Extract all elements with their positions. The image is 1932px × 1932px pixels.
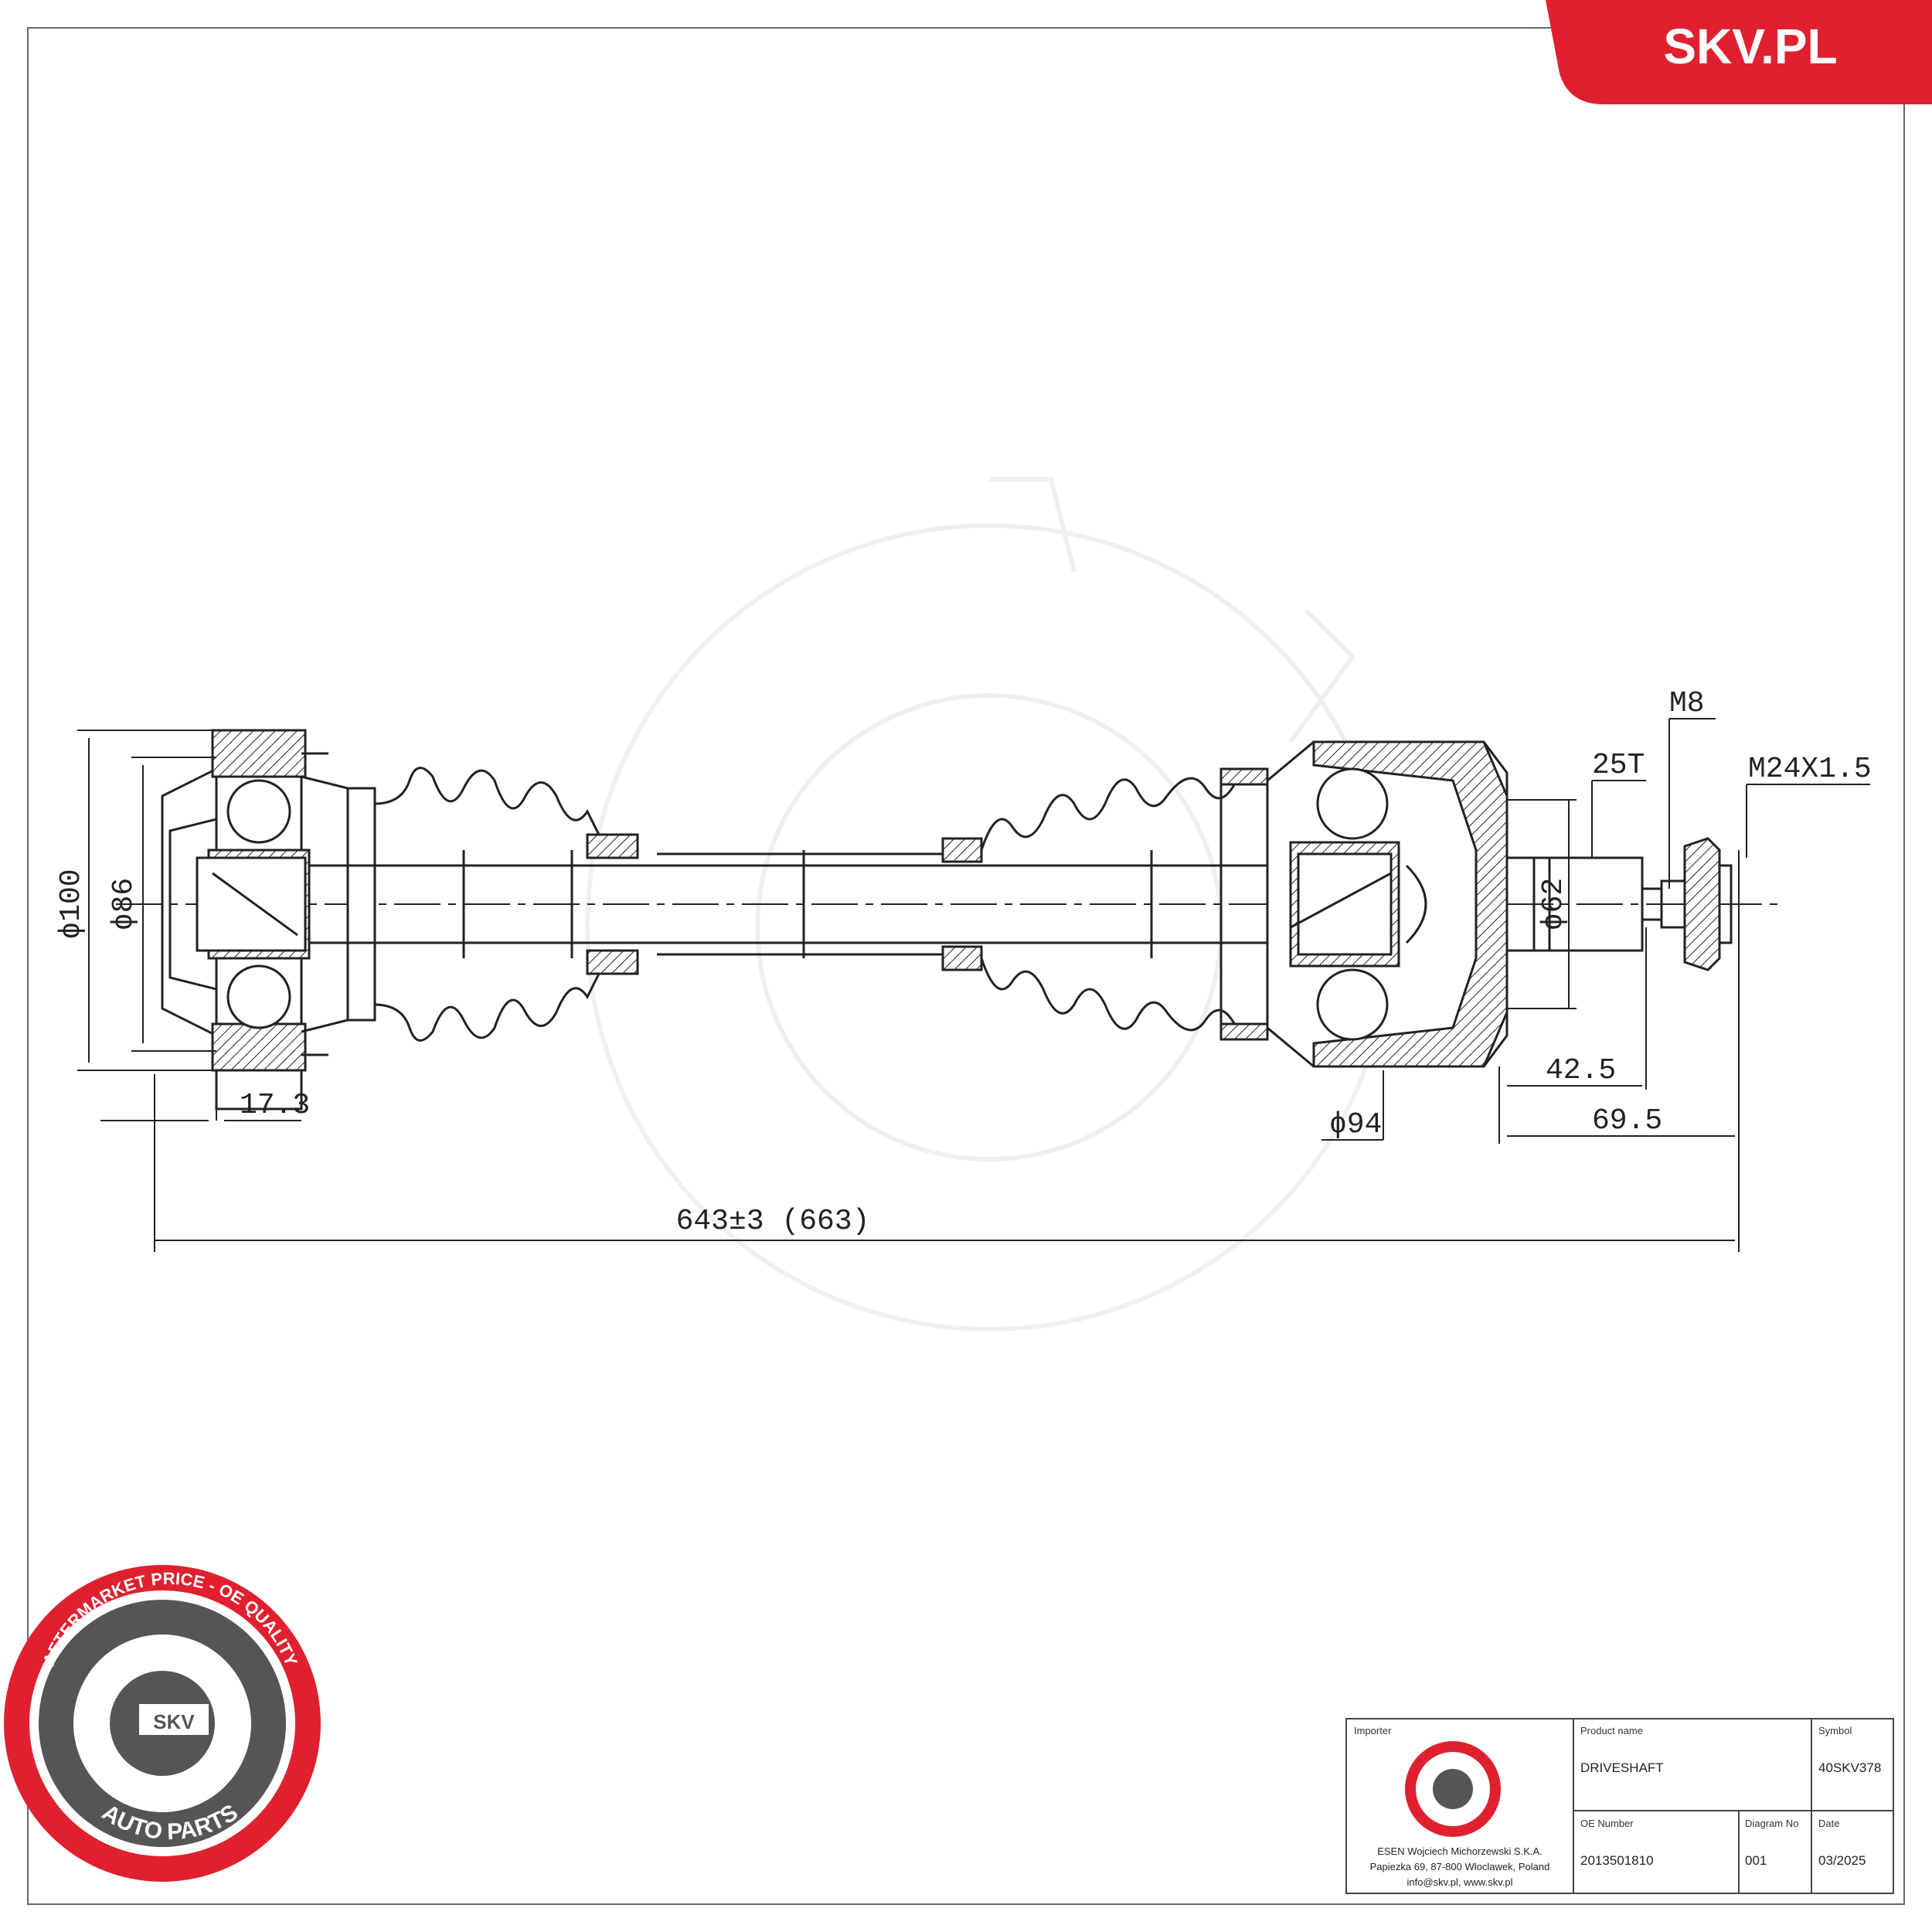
symbol-value: 40SKV378 — [1818, 1760, 1882, 1775]
seal-center-label: SKV — [153, 1710, 195, 1733]
dim-diameter-100: ϕ100 — [55, 869, 88, 939]
oe-number-label: OE Number — [1580, 1818, 1634, 1829]
inner-boot — [346, 767, 639, 1042]
diagram-no-label: Diagram No — [1745, 1818, 1799, 1829]
symbol-label: Symbol — [1818, 1725, 1852, 1736]
drawing-frame — [27, 27, 1905, 1905]
dim-diameter-62: ϕ62 — [1537, 878, 1570, 930]
date-label: Date — [1818, 1818, 1840, 1829]
outer-boot — [941, 767, 1269, 1041]
dimension-labels: ϕ100 ϕ86 17.3 643±3 (663) ϕ94 ϕ62 25T M8… — [55, 687, 1872, 1238]
dim-bolt-m8: M8 — [1669, 687, 1705, 720]
dim-length-69: 69.5 — [1592, 1104, 1662, 1138]
drive-shaft-tube — [309, 850, 1283, 958]
importer-line-1: ESEN Wojciech Michorzewski S.K.A. — [1377, 1845, 1543, 1857]
dim-diameter-94: ϕ94 — [1329, 1108, 1382, 1141]
dim-diameter-86: ϕ86 — [107, 878, 141, 930]
inner-joint-housing — [161, 729, 349, 1111]
diagram-no-value: 001 — [1745, 1853, 1767, 1868]
brand-site-label: SKV.PL — [1663, 19, 1837, 74]
importer-line-2: Papiezka 69, 87-800 Wloclawek, Poland — [1369, 1861, 1550, 1872]
dim-thread-m24: M24X1.5 — [1748, 753, 1872, 786]
importer-label: Importer — [1354, 1725, 1392, 1736]
product-name-label: Product name — [1580, 1725, 1643, 1736]
dim-spline-25t: 25T — [1592, 749, 1645, 782]
importer-address: ESEN Wojciech Michorzewski S.K.A. Papiez… — [1346, 1844, 1573, 1890]
outer-cv-joint — [1266, 740, 1536, 1068]
product-name-value: DRIVESHAFT — [1580, 1760, 1664, 1775]
oe-number-value: 2013501810 — [1580, 1853, 1654, 1868]
dim-length-17: 17.3 — [240, 1089, 310, 1122]
brand-ribbon: SKV.PL — [1546, 0, 1932, 104]
importer-line-3: info@skv.pl, www.skv.pl — [1406, 1876, 1513, 1888]
dim-total-length: 643±3 (663) — [676, 1205, 870, 1238]
date-value: 03/2025 — [1818, 1853, 1866, 1868]
dimension-lines — [77, 718, 1870, 1252]
title-block — [1345, 1718, 1894, 1894]
stub-axle — [1532, 837, 1733, 971]
skv-quality-seal: SKV AFTERMARKET PRICE - OE QUALITY AUTO … — [4, 1565, 321, 1882]
dim-length-42: 42.5 — [1546, 1054, 1616, 1087]
